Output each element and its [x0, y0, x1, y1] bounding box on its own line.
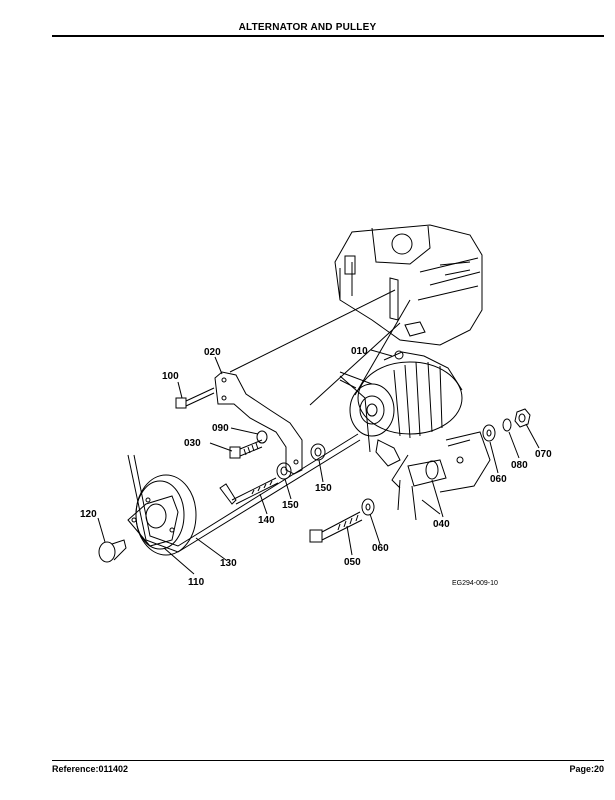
- callout-140: 140: [258, 515, 275, 526]
- callout-010: 010: [351, 346, 368, 357]
- bolt-050-drawing: [309, 511, 363, 543]
- washer-060-right-drawing: [482, 424, 496, 442]
- callout-060-right: 060: [490, 474, 507, 485]
- reference-number: Reference:011402: [52, 764, 129, 774]
- callout-030: 030: [184, 438, 201, 449]
- spring-washer-080-drawing: [502, 418, 512, 432]
- callout-100: 100: [162, 371, 179, 382]
- mounting-040-drawing: [391, 431, 491, 521]
- engine-block-drawing: [334, 224, 483, 346]
- washer-060-lower-drawing: [361, 498, 375, 516]
- callout-080: 080: [511, 460, 528, 471]
- callout-070: 070: [535, 449, 552, 460]
- header-divider: [52, 35, 604, 37]
- nut-070-drawing: [514, 408, 531, 428]
- callout-050: 050: [344, 557, 361, 568]
- callout-150-upper: 150: [315, 483, 332, 494]
- page-number: Page:20: [569, 764, 604, 774]
- nut-150-upper-drawing: [310, 443, 326, 461]
- page-title: ALTERNATOR AND PULLEY: [238, 22, 377, 33]
- callout-110: 110: [188, 577, 205, 588]
- alternator-010-drawing: [339, 350, 463, 467]
- callout-120: 120: [80, 509, 97, 520]
- bolt-140-drawing: [219, 477, 279, 505]
- bracket-020-drawing: [214, 371, 303, 475]
- callout-060-lower: 060: [372, 543, 389, 554]
- bolt-100-drawing: [175, 387, 215, 409]
- figure-code: EG294-009-10: [452, 580, 498, 587]
- callout-150-lower: 150: [282, 500, 299, 511]
- belt-130-drawing: [127, 375, 371, 553]
- callout-040: 040: [433, 519, 450, 530]
- callout-leaders: [97, 349, 540, 575]
- callout-020: 020: [204, 347, 221, 358]
- pulley-110-drawing: [127, 474, 197, 556]
- bolt-030-drawing: [229, 439, 263, 459]
- callout-090: 090: [212, 423, 229, 434]
- nut-150-drawing: [276, 462, 292, 480]
- footer-divider: [52, 760, 604, 761]
- washer-090-drawing: [256, 430, 268, 444]
- callout-130: 130: [220, 558, 237, 569]
- bolt-120-drawing: [98, 539, 127, 563]
